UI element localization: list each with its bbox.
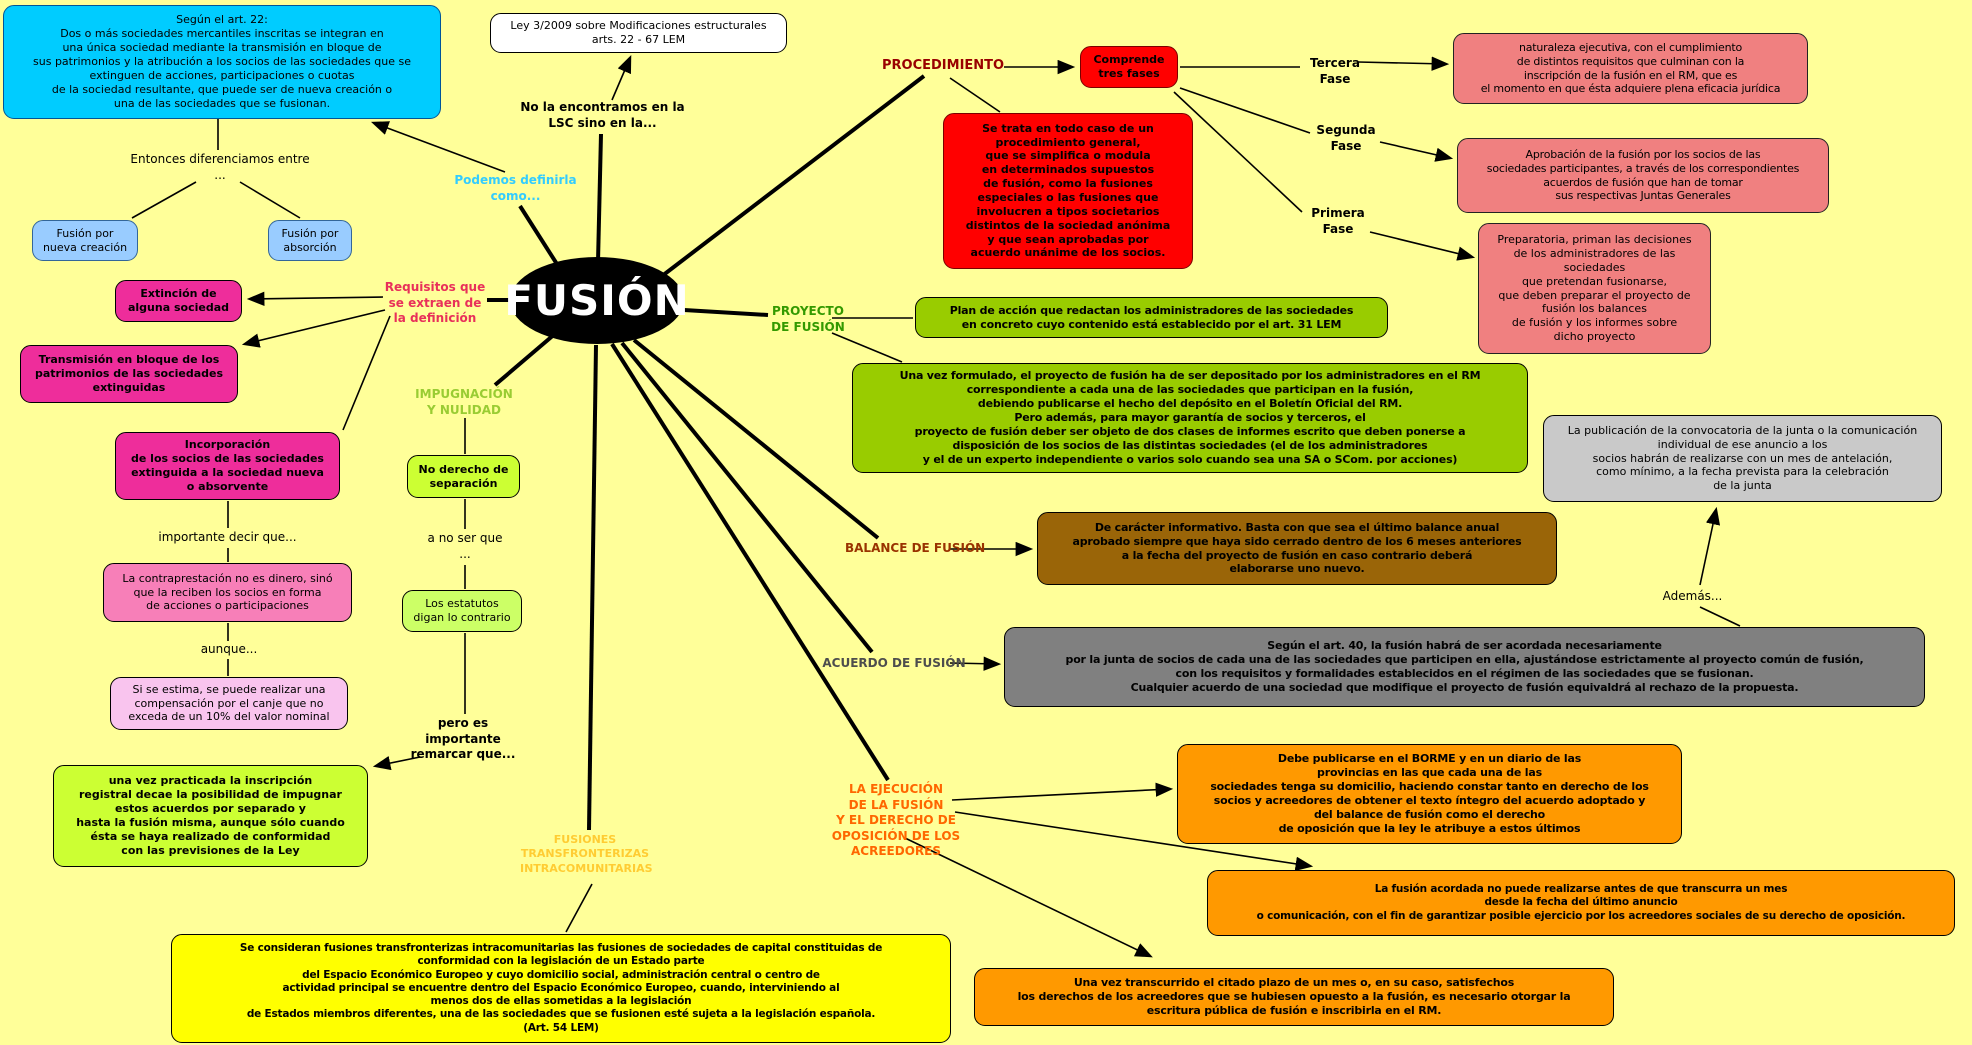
node-balance-informativo: De carácter informativo. Basta con que s… <box>1037 512 1557 585</box>
node-transmision-bloque: Transmisión en bloque de los patrimonios… <box>20 345 238 403</box>
node-publicacion-borme: Debe publicarse en el BORME y en un diar… <box>1177 744 1682 844</box>
node-acuerdo-art40: Según el art. 40, la fusión habrá de ser… <box>1004 627 1925 707</box>
label-pero-es-importante: pero es importante remarcar que... <box>410 716 516 762</box>
central-topic-fusion: FUSIÓN <box>504 257 689 344</box>
label-primera-fase: Primera Fase <box>1311 206 1365 236</box>
label-podemos-definirla: Podemos definirla como... <box>454 173 577 203</box>
connector-line <box>518 204 564 274</box>
connector-line <box>620 341 874 654</box>
connector-line <box>131 181 197 219</box>
label-importante-decir: importante decir que... <box>158 530 297 544</box>
connector-line <box>493 331 558 387</box>
node-tercera-fase-desc: naturaleza ejecutiva, con el cumplimient… <box>1453 33 1808 104</box>
connector-arrow <box>1699 506 1721 586</box>
label-proyecto-de-fusion: PROYECTO DE FUSIÓN <box>771 304 845 334</box>
label-a-no-ser-que: a no ser que ... <box>427 531 503 561</box>
node-compensacion-canje: Si se estima, se puede realizar una comp… <box>110 677 348 730</box>
node-ley-3-2009: Ley 3/2009 sobre Modificaciones estructu… <box>490 13 787 53</box>
node-incorporacion-socios: Incorporación de los socios de las socie… <box>115 432 340 500</box>
connector-line <box>587 344 598 831</box>
connector-arrow <box>1379 141 1454 162</box>
node-escritura-publica: Una vez transcurrido el citado plazo de … <box>974 968 1614 1026</box>
connector-line <box>831 332 903 363</box>
node-estatutos-contrario: Los estatutos digan lo contrario <box>402 590 522 632</box>
node-definicion-art22: Según el art. 22: Dos o más sociedades m… <box>3 5 441 119</box>
connector-arrow <box>241 309 386 348</box>
label-ejecucion-oposicion: LA EJECUCIÓN DE LA FUSIÓN Y EL DERECHO D… <box>831 782 961 859</box>
connector-line <box>565 883 593 933</box>
connector-arrow <box>949 656 1002 671</box>
node-deposito-proyecto: Una vez formulado, el proyecto de fusión… <box>852 363 1528 473</box>
connector-line <box>610 342 890 782</box>
label-fusiones-transfronterizas: FUSIONES TRANSFRONTERIZAS INTRACOMUNITAR… <box>520 833 653 875</box>
connector-arrow <box>951 782 1174 801</box>
node-fusion-nueva-creacion: Fusión por nueva creación <box>32 220 138 261</box>
connector-line <box>660 74 926 278</box>
connector-arrow <box>372 756 421 771</box>
node-plan-accion-art31: Plan de acción que redactan los administ… <box>915 297 1388 338</box>
label-requisitos-definicion: Requisitos que se extraen de la definici… <box>384 280 486 326</box>
label-entonces-diferenciamos: Entonces diferenciamos entre ... <box>130 152 310 182</box>
connector-arrow <box>954 811 1314 871</box>
label-impugnacion-nulidad: IMPUGNACIÓN Y NULIDAD <box>415 387 513 417</box>
connector-line <box>342 315 391 431</box>
connector-line <box>683 308 769 317</box>
connector-arrow <box>246 291 384 306</box>
node-segunda-fase-desc: Aprobación de la fusión por los socios d… <box>1457 138 1829 213</box>
node-primera-fase-desc: Preparatoria, priman las decisiones de l… <box>1478 223 1711 354</box>
label-ademas: Además... <box>1662 589 1723 603</box>
connector-arrow <box>611 55 632 101</box>
connector-line <box>1179 87 1311 134</box>
connector-arrow <box>371 121 506 173</box>
node-transfronterizas-art54: Se consideran fusiones transfronterizas … <box>171 934 951 1043</box>
node-extincion-sociedad: Extinción de alguna sociedad <box>115 280 242 322</box>
connector-line <box>1173 91 1303 213</box>
label-balance-de-fusion: BALANCE DE FUSIÓN <box>845 541 986 555</box>
node-contraprestacion: La contraprestación no es dinero, sinó q… <box>103 563 352 622</box>
connector-arrow <box>1357 56 1450 71</box>
node-inscripcion-registral: una vez practicada la inscripción regist… <box>53 765 368 867</box>
node-procedimiento-general: Se trata en todo caso de un procedimient… <box>943 113 1193 269</box>
node-plazo-un-mes: La fusión acordada no puede realizarse a… <box>1207 870 1955 936</box>
label-segunda-fase: Segunda Fase <box>1316 123 1376 153</box>
connector-line <box>632 338 880 540</box>
label-no-en-lsc: No la encontramos en la LSC sino en la..… <box>520 100 685 130</box>
node-no-derecho-separacion: No derecho de separación <box>407 455 520 498</box>
connector-line <box>596 133 603 263</box>
connector-line <box>239 181 301 219</box>
label-acuerdo-de-fusion: ACUERDO DE FUSIÓN <box>822 656 966 670</box>
node-fusion-absorcion: Fusión por absorción <box>268 220 352 261</box>
label-aunque: aunque... <box>200 642 258 656</box>
label-procedimiento: PROCEDIMIENTO <box>882 58 1005 73</box>
connector-line <box>949 77 1001 113</box>
connector-arrow <box>904 837 1153 958</box>
connector-line <box>1699 606 1741 627</box>
connector-arrow <box>1369 231 1476 261</box>
node-comprende-tres-fases: Comprende tres fases <box>1080 46 1178 88</box>
node-convocatoria-junta: La publicación de la convocatoria de la … <box>1543 415 1942 502</box>
label-tercera-fase: Tercera Fase <box>1310 56 1360 86</box>
